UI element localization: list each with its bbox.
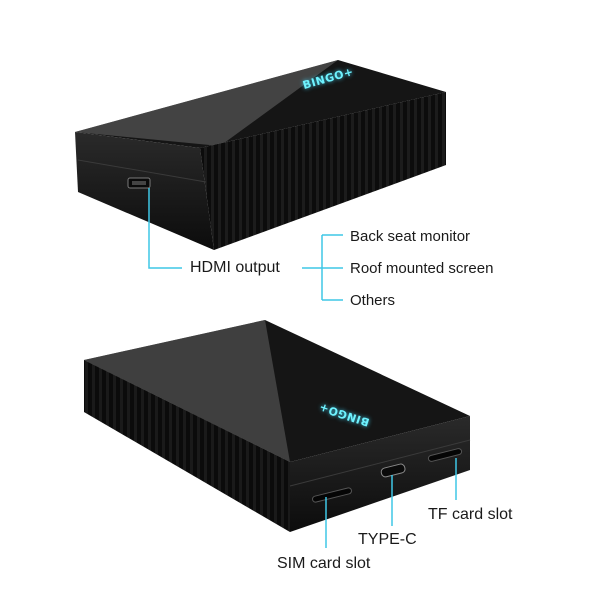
use-roof-mounted-screen-label: Roof mounted screen xyxy=(350,260,494,277)
type-c-label: TYPE-C xyxy=(358,531,417,548)
bottom-device-left-side xyxy=(84,360,290,532)
use-back-seat-monitor-label: Back seat monitor xyxy=(350,228,471,245)
bottom-device xyxy=(84,320,471,532)
use-others-label: Others xyxy=(350,292,396,309)
hdmi-output-label: HDMI output xyxy=(190,259,280,276)
bottom-device-lid-gloss xyxy=(84,320,290,462)
bottom-device-front-face xyxy=(290,416,470,532)
tf-card-slot xyxy=(427,448,463,462)
top-device-front-face xyxy=(75,132,214,250)
type-c-port xyxy=(380,463,406,478)
top-device-lid-gloss xyxy=(75,60,338,146)
top-device-right-side xyxy=(200,92,446,250)
bottom-callout-lines xyxy=(325,458,457,548)
top-device xyxy=(75,60,446,250)
sim-card-slot xyxy=(312,487,352,503)
tf-card-slot-label: TF card slot xyxy=(428,506,513,523)
top-callout-lines xyxy=(148,188,343,301)
sim-card-slot-label: SIM card slot xyxy=(277,555,371,572)
